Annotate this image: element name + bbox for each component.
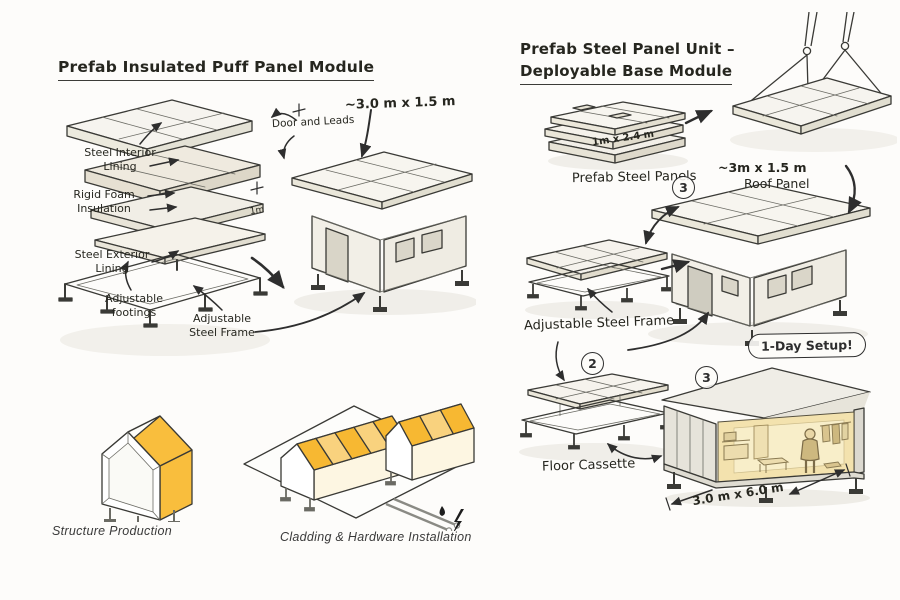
cladding-installation-illustration	[243, 403, 475, 531]
interior-shelf	[721, 431, 751, 461]
adjustable-footings-label: Adjustable footings	[105, 292, 163, 319]
cabin-shell	[661, 367, 871, 483]
cladding-installation-caption: Cladding & Hardware Installation	[280, 530, 472, 544]
cladding-module-rear	[385, 403, 475, 481]
storage-box	[823, 461, 842, 469]
cabin-footings	[311, 270, 469, 312]
hanging-roof-slab	[732, 77, 892, 135]
steel-interior-lining-label: Steel Interior Lining	[84, 146, 156, 173]
cabin-walls	[671, 249, 847, 327]
one-day-setup-bubble: 1-Day Setup!	[747, 331, 867, 360]
adjustable-steel-frame-label-left: Adjustable Steel Frame	[189, 312, 255, 339]
roof-panel-dimension: ~3m x 1.5 m	[718, 160, 807, 175]
rigid-foam-insulation-label: Rigid Foam Insulation	[73, 188, 135, 215]
hanging-clothes	[819, 421, 852, 445]
structure-production-illustration	[101, 415, 193, 522]
floor-cassette-label: Floor Cassette	[541, 456, 636, 475]
roof-panel-label: Roof Panel	[744, 176, 810, 191]
cassette-legs	[520, 414, 672, 450]
steel-exterior-lining-label: Steel Exterior Lining	[74, 248, 150, 275]
left-cabin-dimension: ~3.0 m x 1.5 m	[344, 94, 456, 113]
utility-pipes	[385, 497, 461, 531]
floor-band	[663, 463, 865, 489]
left-cabin-illustration	[291, 151, 476, 315]
water-drop-icon	[439, 506, 445, 516]
step-2-badge: 2	[581, 352, 604, 375]
floor-cassette-illustration	[519, 373, 672, 461]
step-3-badge-roof: 3	[672, 176, 695, 199]
module-legs	[280, 472, 396, 512]
interior-lining-panel	[84, 145, 261, 204]
cabin-walls	[311, 215, 467, 293]
right-panel-title-line1: Prefab Steel Panel Unit –	[520, 40, 735, 58]
interior-table	[756, 457, 790, 473]
interior-cabin-illustration	[661, 367, 871, 507]
cassette-deck	[527, 373, 669, 410]
steel-frame-platform-illustration	[525, 239, 671, 319]
left-panel-title: Prefab Insulated Puff Panel Module	[58, 58, 375, 82]
platform-legs	[527, 277, 671, 311]
structure-legs	[104, 508, 180, 522]
structure-production-caption: Structure Production	[52, 524, 172, 538]
platform-frame	[528, 262, 670, 297]
exploded-panel-stack-illustration	[58, 99, 270, 356]
right-panel-title-line2: Deployable Base Module	[520, 62, 733, 85]
cabin-interior	[717, 411, 855, 483]
crane-roof-panel-illustration	[730, 12, 897, 152]
clamp-block	[572, 104, 596, 111]
cabin-roof	[291, 151, 473, 210]
panel-thickness-label: 1m	[249, 205, 266, 217]
interior-door	[753, 424, 769, 460]
clamp-block	[608, 112, 632, 119]
prefab-panel-stack-illustration	[544, 101, 688, 170]
step-3-badge-interior: 3	[695, 366, 718, 389]
person-figure	[800, 428, 820, 473]
cabin-footings	[667, 472, 863, 503]
cladding-module-main	[280, 415, 410, 501]
